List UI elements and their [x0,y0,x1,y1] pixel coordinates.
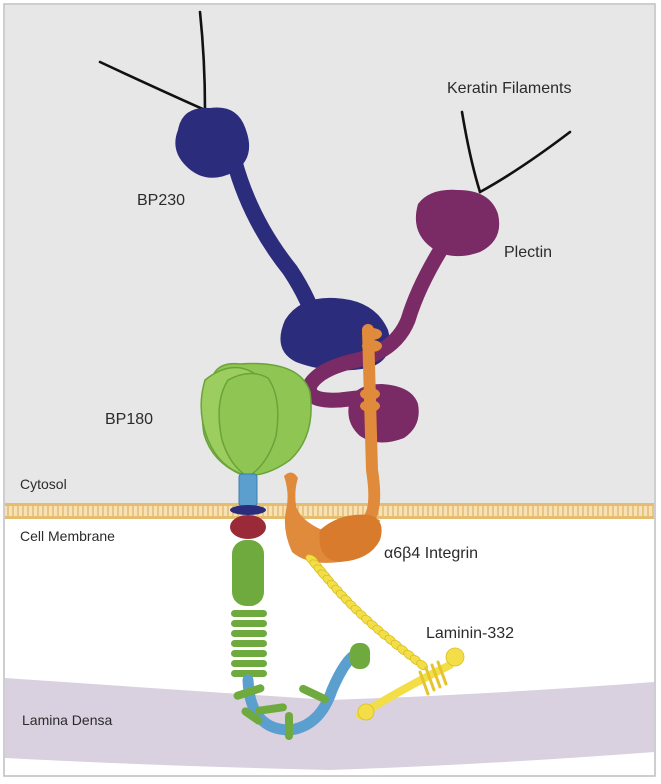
label-keratin-filaments: Keratin Filaments [447,80,572,97]
collagen-segment [231,650,267,657]
label-laminin-332: Laminin-332 [426,625,515,642]
cell-membrane [5,503,654,519]
keratin-filaments [98,10,572,194]
collagen-segment [231,620,267,627]
cytosol-region [5,5,654,505]
label-bp180: BP180 [105,411,154,428]
label-cell-membrane: Cell Membrane [20,528,115,544]
lamina-densa-band [5,678,654,770]
collagen-segment [231,610,267,617]
bp180-collagen-tail [231,540,370,740]
collagen-segment [231,630,267,637]
bp180-transmembrane [230,473,266,539]
label-lamina-densa: Lamina Densa [22,712,113,728]
label-bp230: BP230 [137,192,186,209]
label-a6b4-integrin: α6β4 Integrin [384,545,479,562]
a6b4-integrin [284,324,382,563]
figure-frame [3,3,656,777]
collagen-segment [231,670,267,677]
laminin-332 [305,554,465,721]
collagen-segment [231,660,267,667]
bp180-head [200,362,312,478]
label-cytosol: Cytosol [20,476,67,492]
collagen-segment [231,640,267,647]
label-plectin: Plectin [504,244,553,261]
